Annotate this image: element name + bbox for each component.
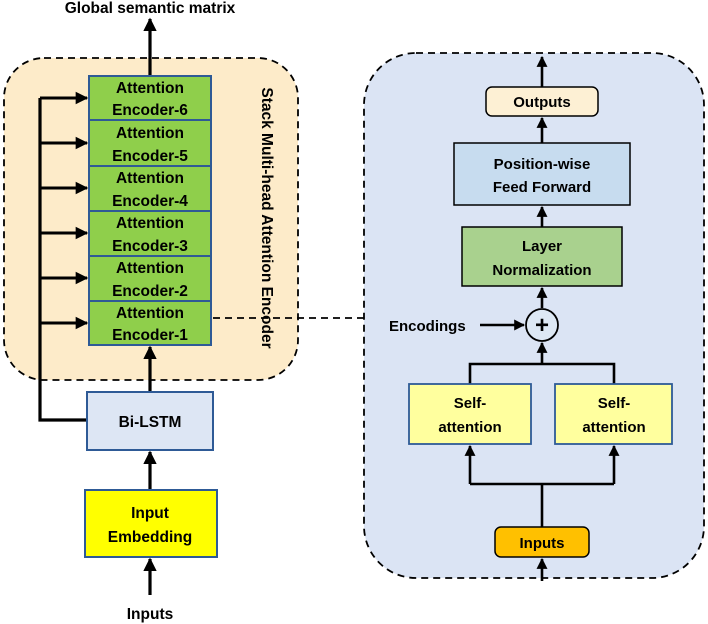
bilstm-block xyxy=(86,391,214,451)
encoder-line2: Encoder-6 xyxy=(112,102,188,119)
feed-forward-block xyxy=(453,142,631,206)
encoder-block xyxy=(88,75,212,121)
bilstm-label: Bi-LSTM xyxy=(119,414,182,431)
encoder-detail-panel: Outputs Position-wise Feed Forward Layer… xyxy=(363,52,705,581)
input-split xyxy=(464,444,620,527)
skip-bus-line xyxy=(38,98,87,422)
outputs-block xyxy=(485,86,599,117)
stack-label: Stack Multi-head Attention Encoder xyxy=(258,87,275,348)
input-embedding-line1: Input xyxy=(131,505,169,522)
encoder-line1: Attention xyxy=(116,215,184,232)
input-embedding-block xyxy=(84,489,218,558)
encoder-block xyxy=(88,165,212,212)
inputs-label: Inputs xyxy=(127,606,174,623)
feed-forward-line2: Feed Forward xyxy=(493,179,591,196)
encoder-stack: Attention Encoder-6 Attention Encoder-5 … xyxy=(88,75,212,346)
encoder-line2: Encoder-3 xyxy=(112,238,188,255)
left-model: Stack Multi-head Attention Encoder Globa… xyxy=(3,0,299,623)
self-attention-left-block xyxy=(408,383,532,445)
self-attention-merge xyxy=(468,341,616,384)
input-embedding-line2: Embedding xyxy=(108,529,192,546)
feed-forward-line1: Position-wise xyxy=(494,156,591,173)
encoder-line1: Attention xyxy=(116,125,184,142)
outputs-label: Outputs xyxy=(513,94,571,111)
encoder-line1: Attention xyxy=(116,260,184,277)
add-icon xyxy=(525,308,559,342)
panel-inputs-block xyxy=(494,526,590,558)
layer-normalization-line2: Normalization xyxy=(492,262,591,279)
global-semantic-matrix-label: Global semantic matrix xyxy=(65,0,236,17)
self-attention-left-line2: attention xyxy=(438,419,501,436)
encoder-line2: Encoder-1 xyxy=(112,327,188,344)
encoder-line2: Encoder-5 xyxy=(112,148,188,165)
encoder-block xyxy=(88,210,212,257)
add-symbol: + xyxy=(535,312,549,339)
encodings-label: Encodings xyxy=(389,318,466,335)
skip-connections xyxy=(38,91,89,422)
encoder-block xyxy=(88,300,212,346)
self-attention-left-line1: Self- xyxy=(454,395,487,412)
panel-inputs-label: Inputs xyxy=(520,535,565,552)
encoder-block xyxy=(88,119,212,167)
encoder-line2: Encoder-4 xyxy=(112,193,188,210)
encoder-line2: Encoder-2 xyxy=(112,283,188,300)
self-attention-right-block xyxy=(554,383,673,445)
encoder-line1: Attention xyxy=(116,305,184,322)
encoder-line1: Attention xyxy=(116,170,184,187)
encoder-line1: Attention xyxy=(116,80,184,97)
layer-normalization-block xyxy=(461,226,623,287)
self-attention-right-line1: Self- xyxy=(598,395,631,412)
layer-normalization-line1: Layer xyxy=(522,238,562,255)
self-attention-right-line2: attention xyxy=(582,419,645,436)
